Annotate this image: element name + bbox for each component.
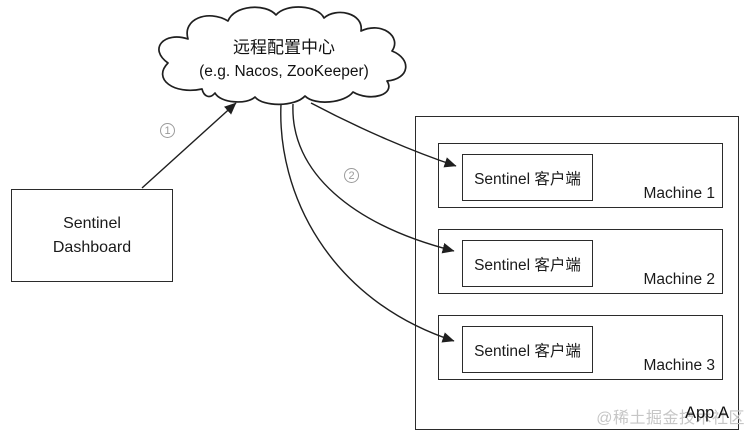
sentinel-client-label-3: Sentinel 客户端 (474, 342, 581, 360)
machine-1-label: Machine 1 (643, 185, 715, 202)
config-center-cloud (158, 6, 407, 106)
dashboard-label-line1: Sentinel (63, 215, 121, 233)
sentinel-client-box-2: Sentinel 客户端 (462, 240, 593, 287)
app-a-box: Sentinel 客户端 Machine 1 Sentinel 客户端 Mach… (415, 116, 739, 430)
sentinel-dashboard-box: Sentinel Dashboard (11, 189, 173, 282)
machine-3-box: Sentinel 客户端 Machine 3 (438, 315, 723, 380)
sentinel-dashboard-label: Sentinel Dashboard (53, 212, 131, 258)
cloud-title: 远程配置中心 (233, 38, 335, 57)
machine-2-label: Machine 2 (643, 271, 715, 288)
sentinel-client-box-3: Sentinel 客户端 (462, 326, 593, 373)
sentinel-client-label-2: Sentinel 客户端 (474, 256, 581, 274)
step-1-badge: 1 (160, 123, 175, 138)
machine-2-box: Sentinel 客户端 Machine 2 (438, 229, 723, 294)
watermark: @稀土掘金技术社区 (596, 410, 745, 427)
sentinel-client-label-1: Sentinel 客户端 (474, 170, 581, 188)
machine-3-label: Machine 3 (643, 357, 715, 374)
app-a-label: App A (684, 404, 729, 422)
dashboard-label-line2: Dashboard (52, 238, 132, 256)
step-2-badge: 2 (344, 168, 359, 183)
arrow-dashboard-to-config (141, 102, 237, 189)
machine-1-box: Sentinel 客户端 Machine 1 (438, 143, 723, 208)
cloud-subtitle: (e.g. Nacos, ZooKeeper) (199, 63, 369, 80)
sentinel-client-box-1: Sentinel 客户端 (462, 154, 593, 201)
